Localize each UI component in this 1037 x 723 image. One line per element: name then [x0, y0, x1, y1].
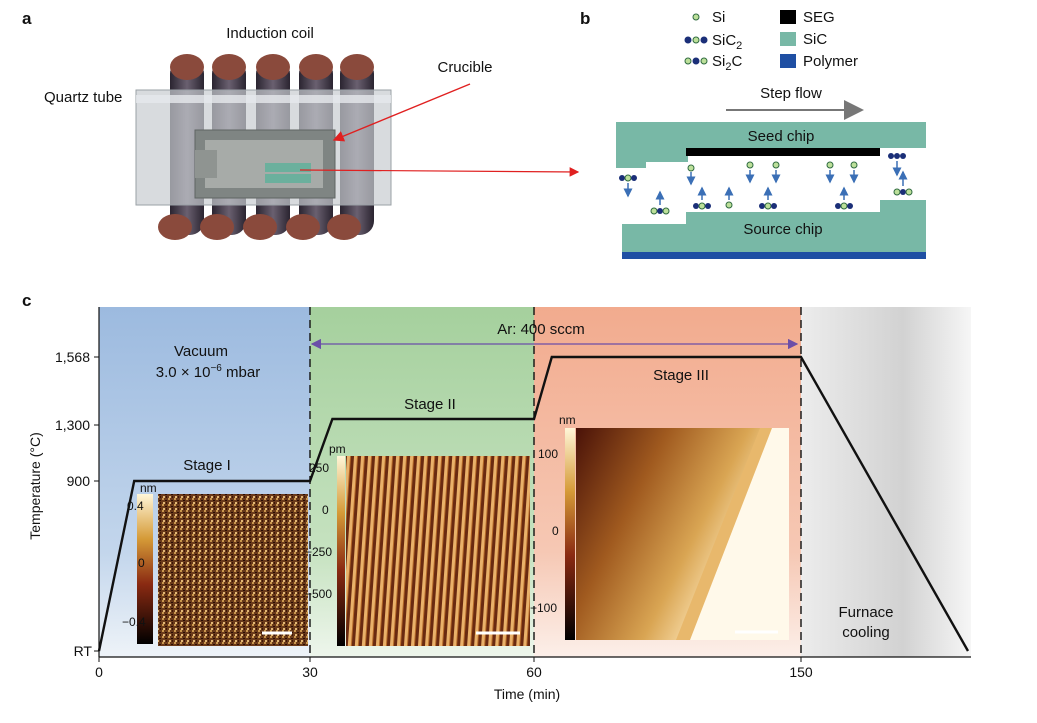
legend-si: Si — [692, 9, 725, 26]
induction-coil-label: Induction coil — [226, 25, 314, 42]
seed-chip — [616, 122, 926, 168]
vacuum-pressure: 3.0 × 10−6 mbar — [156, 363, 260, 381]
x-tick-label: 30 — [302, 664, 318, 680]
y-axis-title: Temperature (°C) — [27, 432, 43, 540]
legend-sic2: SiC2 — [684, 32, 742, 52]
colorbar-tick: 100 — [538, 447, 558, 461]
panel-b: b Si SiC2 Si2C SEG SiC Polym — [580, 9, 926, 259]
y-tick-label: RT — [74, 643, 93, 659]
colorbar-tick: 0 — [552, 524, 559, 538]
afm-inset-stage-ii: pm 250 0 −250 −500 — [305, 442, 530, 646]
y-tick-label: 900 — [67, 473, 91, 489]
panel-label-b: b — [580, 9, 590, 28]
colorbar-tick: −0.4 — [122, 615, 146, 629]
colorbar-unit-stage-i: nm — [140, 481, 157, 495]
cooling-region — [801, 307, 971, 657]
stage-ii-label: Stage II — [404, 396, 456, 413]
source-chip — [622, 200, 926, 252]
crucible-pointer — [332, 83, 471, 142]
panel-label-a: a — [22, 9, 32, 28]
svg-text:Si2C: Si2C — [712, 53, 742, 73]
panel-a: a Induction coil Crucible Quartz tube — [22, 9, 580, 240]
step-flow-label: Step flow — [760, 85, 822, 102]
colorbar-unit-stage-ii: pm — [329, 442, 346, 456]
stage-iii-label: Stage III — [653, 367, 709, 384]
legend-si2c: Si2C — [684, 53, 742, 73]
afm-inset-stage-i: nm 0.4 0 −0.4 — [122, 481, 308, 646]
crucible — [194, 129, 336, 199]
colorbar-tick: −100 — [530, 601, 557, 615]
furnace-cooling-label-1: Furnace — [838, 604, 893, 621]
colorbar-stage-iii — [565, 428, 575, 640]
afm-inset-stage-iii: nm 100 0 −100 — [530, 413, 789, 640]
vapor-species — [619, 153, 913, 215]
seg-layer — [686, 148, 880, 156]
crucible-label: Crucible — [437, 59, 492, 76]
x-axis-title: Time (min) — [494, 686, 560, 702]
stage-i-label: Stage I — [183, 457, 231, 474]
furnace-cooling-label-2: cooling — [842, 624, 890, 641]
zoom-arrow — [299, 167, 580, 177]
x-tick-label: 60 — [526, 664, 542, 680]
afm-image-stage-i — [158, 494, 308, 646]
svg-text:SEG: SEG — [803, 9, 835, 26]
y-tick-label: 1,300 — [55, 417, 90, 433]
legend-sic: SiC — [780, 31, 827, 48]
x-tick-label: 150 — [789, 664, 813, 680]
colorbar-tick: 0.4 — [127, 499, 144, 513]
svg-text:Polymer: Polymer — [803, 53, 858, 70]
legend-seg: SEG — [780, 9, 835, 26]
source-chip-label: Source chip — [743, 221, 822, 238]
svg-text:Si: Si — [712, 9, 725, 26]
colorbar-tick: −500 — [305, 587, 332, 601]
colorbar-unit-stage-iii: nm — [559, 413, 576, 427]
quartz-tube-label: Quartz tube — [44, 89, 122, 106]
temperature-profile-line — [97, 355, 970, 652]
colorbar-tick: 0 — [138, 556, 145, 570]
y-tick-label: 1,568 — [55, 349, 90, 365]
polymer-layer — [622, 252, 926, 259]
svg-text:SiC: SiC — [803, 31, 827, 48]
colorbar-tick: 0 — [322, 503, 329, 517]
colorbar-tick: −250 — [305, 545, 332, 559]
afm-image-stage-ii — [346, 456, 530, 646]
colorbar-stage-ii — [337, 456, 345, 646]
vacuum-label: Vacuum — [174, 343, 228, 360]
legend-polymer: Polymer — [780, 53, 858, 70]
panel-c: c Ar: 400 sccm Vacuum 3.0 × 10−6 mbar St… — [22, 291, 971, 702]
ar-flow-label: Ar: 400 sccm — [497, 321, 585, 338]
colorbar-stage-i — [137, 494, 153, 644]
svg-text:SiC2: SiC2 — [712, 32, 742, 52]
x-tick-label: 0 — [95, 664, 103, 680]
panel-label-c: c — [22, 291, 31, 310]
seed-chip-label: Seed chip — [748, 128, 815, 145]
